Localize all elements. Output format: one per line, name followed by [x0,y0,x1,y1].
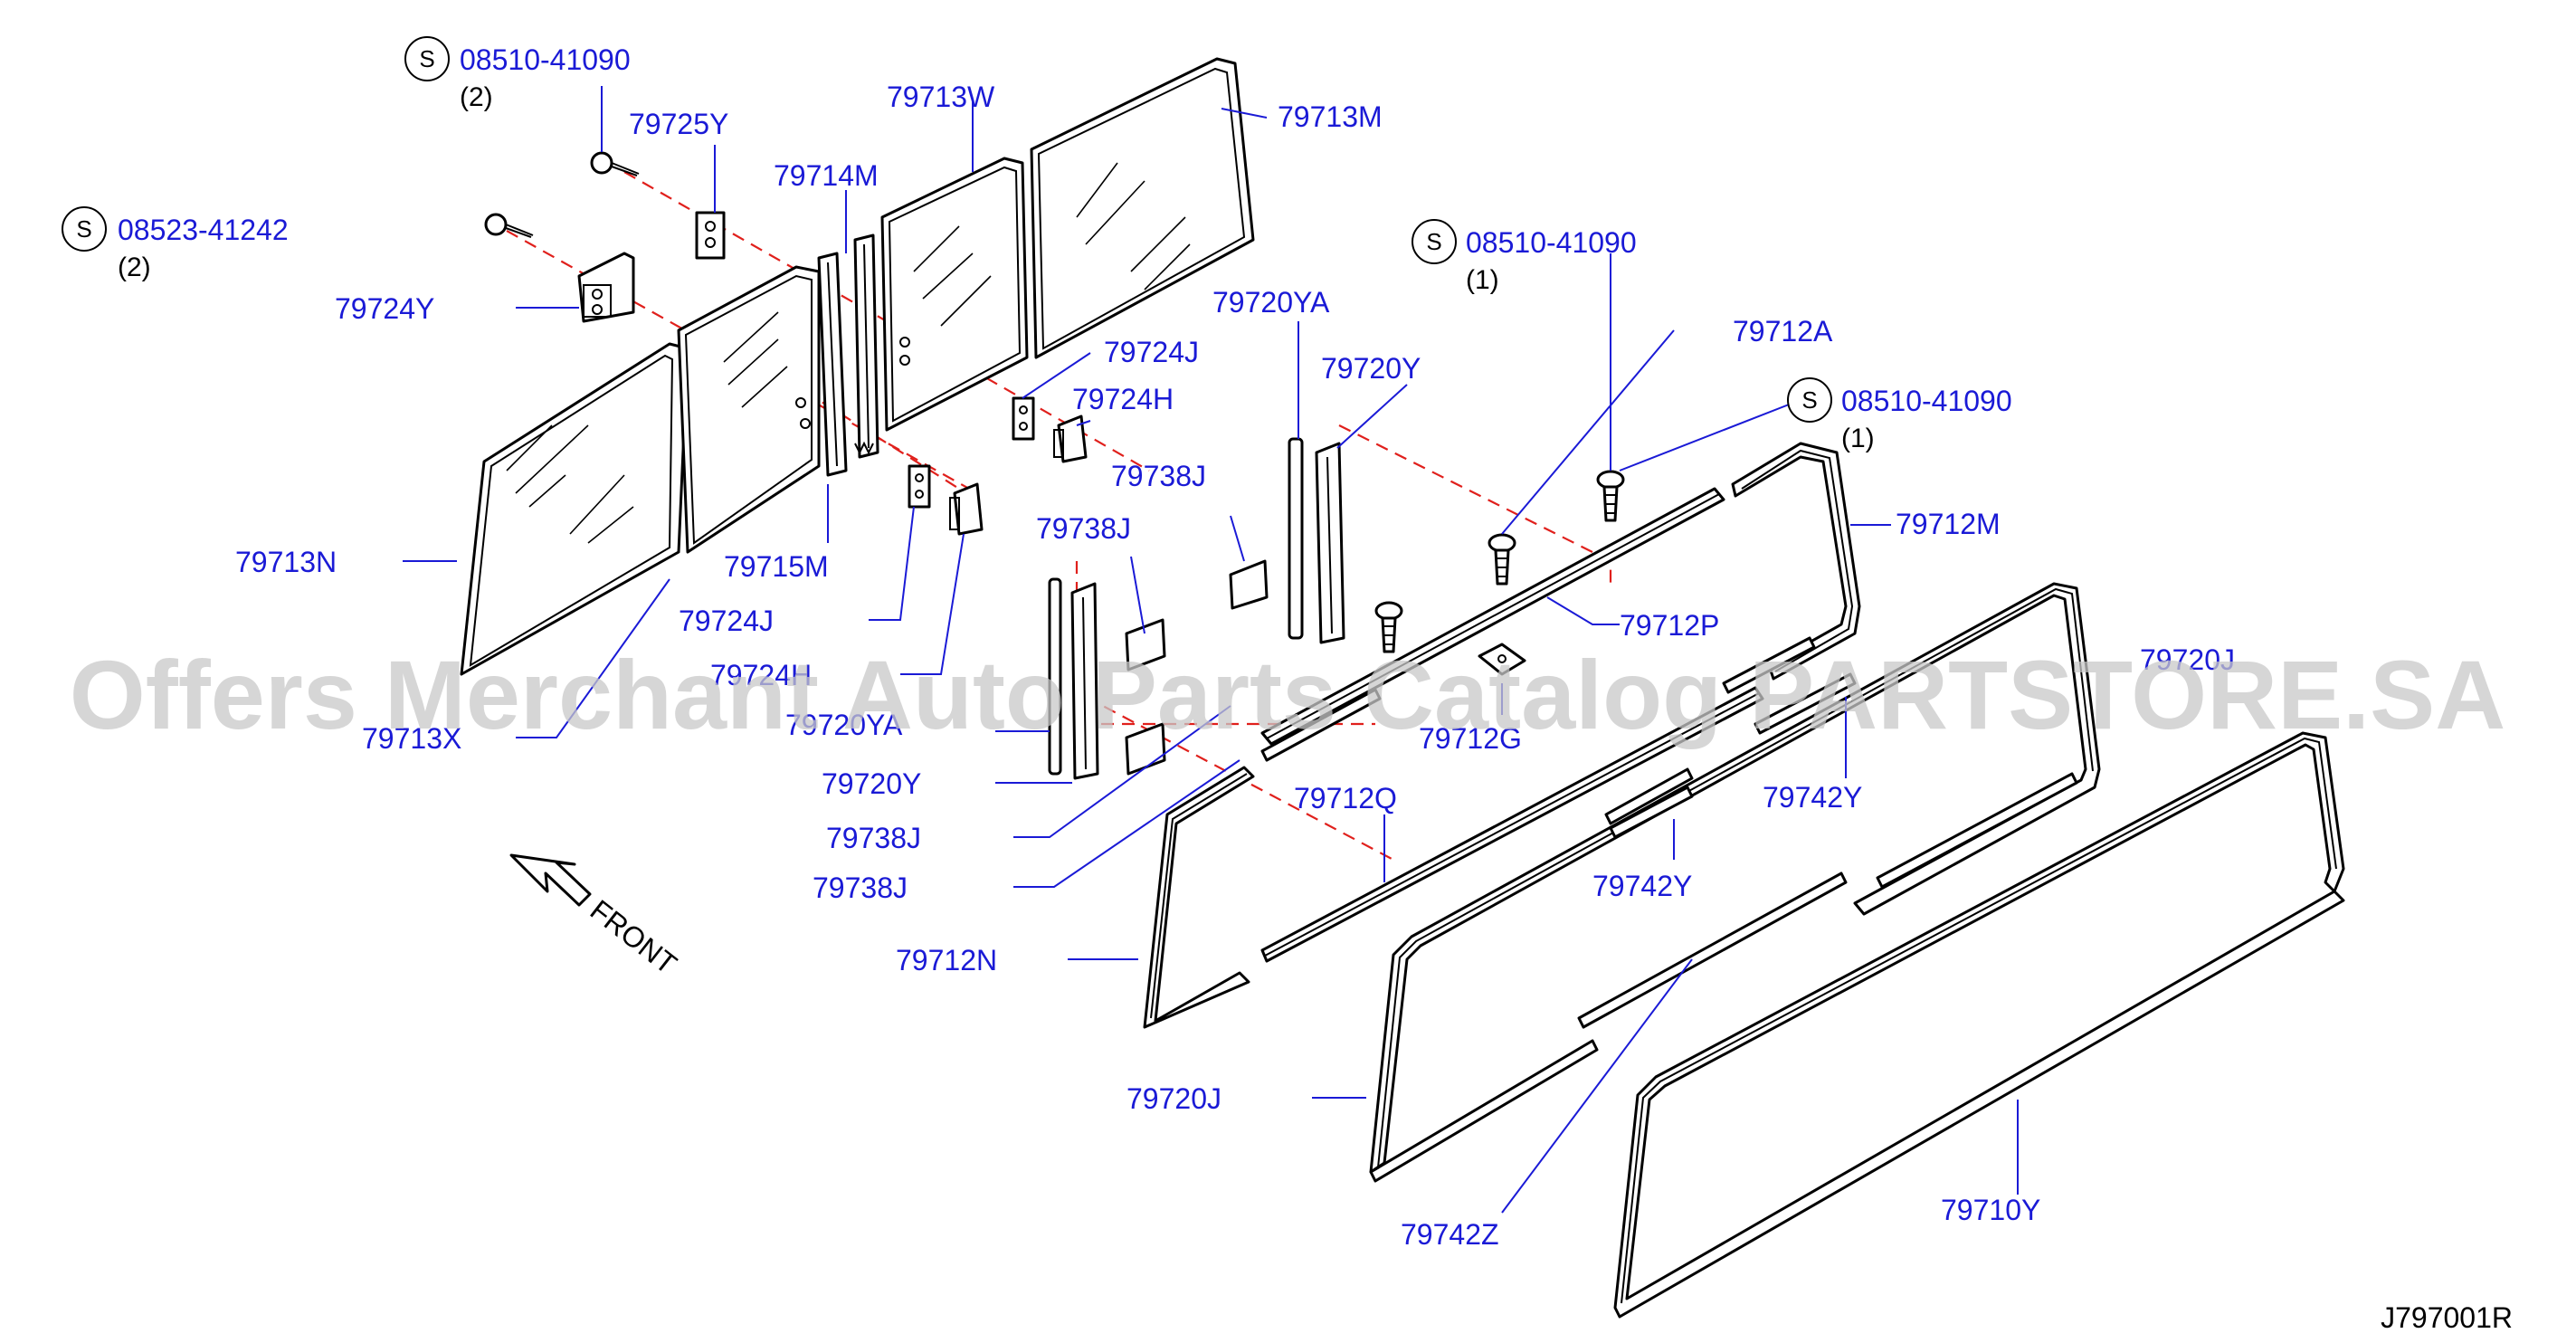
qty-s2: (2) [118,252,151,282]
label-79712M[interactable]: 79712M [1896,508,2001,540]
s-marker-4: S [1787,377,1832,423]
watermark-text: Offers Merchant Auto Parts Catalog PARTS… [70,640,2505,749]
label-s3[interactable]: 08510-41090 [1466,226,1637,259]
label-79724J-a[interactable]: 79724J [679,605,774,637]
pad-79738J-b [1125,618,1166,672]
channel-79720Y-a [1315,442,1345,644]
label-79712G[interactable]: 79712G [1419,722,1522,755]
channel-79720YA-a [1288,437,1304,640]
label-79742Y-b[interactable]: 79742Y [1592,870,1692,902]
label-79713X[interactable]: 79713X [362,722,461,755]
seal-79710Y [1613,731,2345,1319]
label-79712N[interactable]: 79712N [896,944,997,976]
s-marker-1: S [404,36,450,81]
clip-79724J-a [908,464,931,509]
screw-79712G-a [1374,601,1403,653]
label-79710Y[interactable]: 79710Y [1941,1194,2040,1226]
screw-79712G-c [1596,470,1625,522]
label-79738J-d[interactable]: 79738J [813,872,908,904]
svg-text:S: S [1426,228,1441,255]
glass-79713M [1030,57,1255,359]
screw-79712G-b [1488,533,1516,586]
strip-79742Y-b [1609,786,1694,839]
label-79720J-b[interactable]: 79720J [1126,1082,1221,1115]
svg-text:S: S [76,215,91,243]
label-79713M[interactable]: 79713M [1278,100,1383,133]
seal-79720J [1369,582,2101,1183]
label-79720YA-a[interactable]: 79720YA [1212,286,1330,319]
label-79713N[interactable]: 79713N [235,546,337,578]
label-79715M[interactable]: 79715M [724,550,829,583]
part-labels: 08510-41090 (2) 08523-41242 (2) 08510-41… [118,43,2235,1251]
front-arrow [509,853,592,907]
strip-upper-2 [1260,636,1816,762]
strip-79742Z [1577,772,2078,1029]
channel-79720Y-b [1070,582,1099,780]
label-79738J-b[interactable]: 79738J [1036,512,1131,545]
label-79713W[interactable]: 79713W [887,81,995,113]
label-s2[interactable]: 08523-41242 [118,214,289,246]
clip-79724J-b [1012,396,1035,441]
leader-lines [403,86,2019,1214]
bracket-79724Y [577,252,635,323]
strip-79712Q [1260,686,1764,963]
label-79724Y[interactable]: 79724Y [335,292,434,325]
label-79742Z[interactable]: 79742Z [1401,1218,1499,1251]
screw-left-lower [484,213,534,238]
glass-79713X [677,265,821,554]
label-79738J-a[interactable]: 79738J [1111,460,1206,492]
diagram-code: J797001R [2381,1301,2513,1334]
qty-s4: (1) [1841,424,1875,453]
s-marker-2: S [62,206,107,252]
strip-79712P [1260,487,1725,746]
label-79738J-c[interactable]: 79738J [826,822,921,854]
qty-s1: (2) [460,82,493,112]
channel-79714M [853,233,879,459]
strip-79742Y-a [1604,672,1857,825]
pad-79738J-a [1229,559,1269,610]
label-79720J-a[interactable]: 79720J [2140,643,2235,676]
label-79714M[interactable]: 79714M [774,159,879,192]
label-79712A[interactable]: 79712A [1733,315,1833,348]
svg-text:S: S [419,45,434,72]
label-79712Q[interactable]: 79712Q [1294,782,1397,814]
label-79720YA-b[interactable]: 79720YA [785,709,903,741]
clip-79724H-a [949,482,984,536]
clip-79712G [1478,643,1526,676]
label-s1[interactable]: 08510-41090 [460,43,631,76]
clip-79724H-b [1053,414,1088,463]
screw-left-upper [590,151,640,176]
qty-s3: (1) [1466,265,1499,295]
label-79720Y-a[interactable]: 79720Y [1321,352,1421,385]
channel-79720YA-b [1048,577,1062,776]
label-79724H-b[interactable]: 79724H [1072,383,1174,415]
label-79712P[interactable]: 79712P [1620,609,1719,642]
glass-79713W [880,157,1029,432]
label-s4[interactable]: 08510-41090 [1841,385,2012,417]
s-marker-3: S [1412,219,1457,264]
label-79724H-a[interactable]: 79724H [710,659,812,691]
channel-79715M [817,252,848,477]
label-79724J-b[interactable]: 79724J [1104,336,1199,368]
label-79725Y[interactable]: 79725Y [629,108,728,140]
clip-79725Y [695,211,726,260]
front-label: FRONT [585,893,683,980]
glass-79713N [460,342,689,676]
label-79742Y-a[interactable]: 79742Y [1763,781,1862,814]
seal-79712N [1143,766,1255,1029]
svg-text:S: S [1801,386,1817,414]
label-79720Y-b[interactable]: 79720Y [822,767,921,800]
